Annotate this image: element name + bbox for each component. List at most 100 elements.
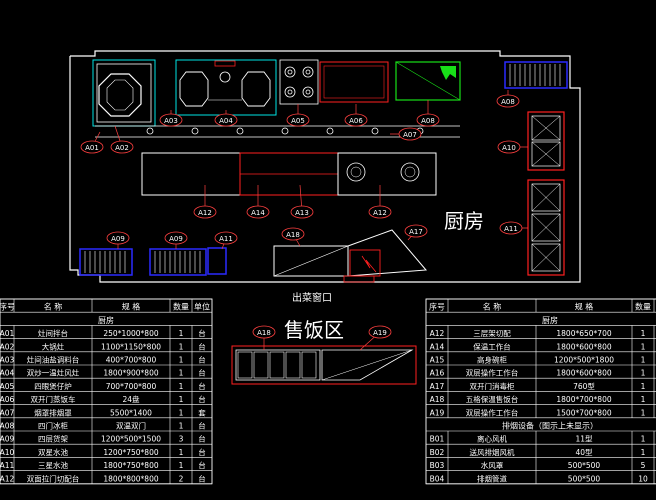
table-cell: 400*700*800 [106,356,157,365]
table-cell: 1 [179,461,184,470]
tag-bubble [404,224,428,238]
tag-bubble [398,127,422,141]
table-cell: 水风罩 [481,460,504,470]
tag-bubble [344,113,368,127]
table-cell: 2 [179,474,184,483]
table-cell: 1500*700*800 [556,408,611,417]
tag-bubble [416,113,440,127]
table-section-title: 厨房 [542,315,558,325]
table-cell: 双开门消毒柜 [470,381,515,391]
tag-bubble [497,140,521,154]
table: 序号名 称规 格数量单位厨房A12三层架切配1800*650*7001台A14保… [425,298,656,485]
table-cell: A03 [0,356,15,365]
table-cell: 双炒一温灶风灶 [27,368,80,378]
table-cell: 1800*600*800 [556,342,611,351]
tag-label: A03 [164,117,178,125]
table-header-cell: 规 格 [122,302,141,312]
table-cell: A19 [430,408,445,417]
serving-counter [273,229,428,283]
table-cell: A11 [0,461,15,470]
table-cell: 1 [179,342,184,351]
table-section-title: 排烟设备（图示上未显示） [502,421,598,431]
table-cell: 三层架切配 [473,329,511,338]
table-cell: 10 [638,474,648,483]
tag-label: A08 [421,117,435,125]
tag-bubble [193,205,217,219]
cabinet-a11 [207,247,227,275]
steamer-a06 [319,61,389,103]
table-header-cell: 数量 [635,302,651,312]
table-cell: 40型 [575,448,593,457]
table-cell: A12 [430,329,445,338]
walls [69,50,581,283]
tag-label: A18 [257,329,271,337]
table-cell: 1800*800*800 [103,474,158,483]
table-cell: 1800*600*800 [556,369,611,378]
table-cell: A07 [0,408,15,417]
table-cell: 台 [198,447,206,457]
tag-label: A05 [291,117,305,125]
table-cell: 三星水池 [38,460,68,470]
center-tables [141,152,437,196]
tag-bubble [281,227,305,241]
table-cell: 1800*900*800 [103,369,158,378]
table-cell: 1 [641,395,646,404]
table-cell: 1800*700*800 [556,395,611,404]
table-cell: 四门冰柜 [38,421,68,431]
tag-bubble [368,325,392,339]
table-header-cell: 序号 [0,302,15,312]
table-cell: 送风排烟风机 [470,447,515,457]
tag-bubble [499,221,523,235]
tag-label: A13 [295,209,309,217]
table-cell: B02 [430,448,445,457]
tag-bubble [290,205,314,219]
tag-label: A07 [403,131,417,139]
table-cell: A15 [430,356,445,365]
table-cell: 1 [179,408,184,417]
rack-a09-mid [149,248,207,276]
tag-label: A19 [373,329,387,337]
table-cell: 1 [641,408,646,417]
tag-bubble [252,325,276,339]
table-cell: 1 [641,369,646,378]
table-cell: A01 [0,329,15,338]
tag-bubble [214,113,238,127]
freezer-a08 [395,61,461,101]
tag-bubble [368,205,392,219]
table-cell: A14 [430,342,445,351]
table-header-cell: 数量 [173,302,189,312]
tag-label: A12 [373,209,387,217]
table-cell: A16 [430,369,445,378]
table-cell: 3 [179,435,184,444]
table-cell: A17 [430,382,445,391]
sink-a11 [527,179,565,276]
tag-label: A10 [502,144,516,152]
table-cell: 1 [179,448,184,457]
tag-bubble [246,205,270,219]
table-cell: 大锅灶 [42,341,65,351]
table-cell: 套 [198,407,206,417]
table-cell: B04 [430,474,445,483]
table-cell: 1 [641,342,646,351]
table-cell: 1 [179,422,184,431]
tag-bubble [110,140,134,154]
table-cell: A02 [0,342,15,351]
table-cell: 760型 [573,382,595,391]
table-cell: 台 [198,460,206,470]
table-cell: 1 [641,435,646,444]
table-cell: 灶间拌台 [38,328,68,338]
rack-top-right [504,61,568,89]
table-header-cell: 序号 [429,302,445,312]
sink-a10 [527,111,565,171]
table-header-cell: 单位 [194,302,210,312]
table-cell: 1200*500*1500 [101,435,161,444]
tag-label: A09 [111,235,125,243]
tag-label: A11 [219,235,233,243]
table-cell: 五格保温售饭台 [466,394,519,404]
tag-bubble [496,94,520,108]
table-cell: 24盘 [122,394,140,404]
table-header-cell: 名 称 [44,302,63,312]
